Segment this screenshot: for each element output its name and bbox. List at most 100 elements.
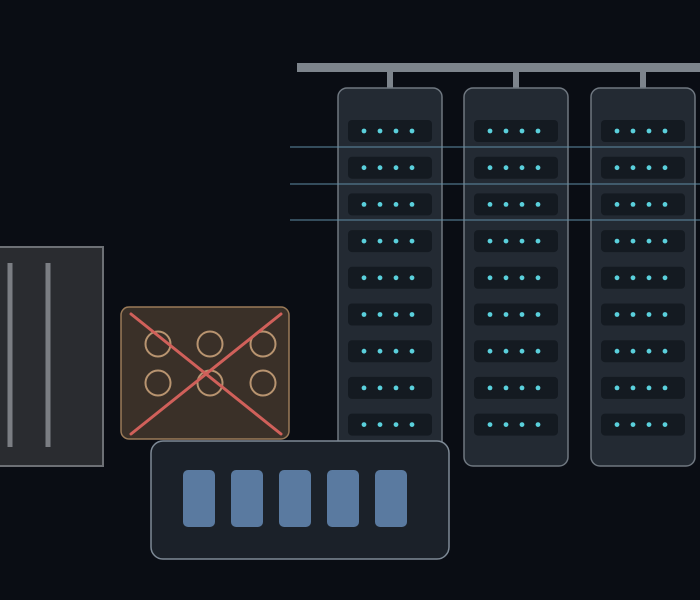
status-led: [487, 202, 493, 207]
status-led: [662, 312, 668, 317]
status-led: [393, 385, 399, 391]
status-led: [503, 422, 509, 427]
status-led: [535, 385, 541, 391]
status-led: [662, 128, 668, 134]
status-led: [409, 385, 415, 391]
slot-bay: [601, 230, 685, 253]
status-led: [662, 202, 668, 207]
status-led: [409, 422, 415, 427]
status-led: [503, 348, 509, 354]
status-led: [361, 275, 367, 281]
drive-tray-icon: [150, 440, 450, 560]
slot-bay: [474, 120, 558, 142]
slot-bay: [348, 303, 432, 326]
status-led: [535, 128, 541, 134]
slot-bay: [348, 376, 432, 399]
status-led: [409, 165, 415, 171]
status-led: [393, 165, 399, 171]
status-led: [409, 275, 415, 281]
port-circle: [144, 369, 172, 397]
status-led: [614, 312, 620, 317]
status-led: [630, 128, 636, 134]
status-led: [614, 238, 620, 244]
status-led: [487, 275, 493, 281]
server-rack-icon: [337, 87, 443, 467]
status-led: [409, 348, 415, 354]
rack-slot: [601, 120, 685, 142]
cabinet-bars: [7, 263, 51, 447]
rack-slot: [474, 120, 558, 142]
rack-slot: [474, 156, 558, 179]
drive-block: [375, 470, 407, 527]
status-led: [377, 202, 383, 207]
cross-line-b: [129, 312, 283, 436]
slot-bay: [348, 266, 432, 289]
slot-bay: [474, 230, 558, 253]
rack-slot: [474, 266, 558, 289]
status-led: [614, 165, 620, 171]
port-circle: [196, 330, 224, 358]
rack-slot: [348, 340, 432, 363]
drive-block: [327, 470, 359, 527]
status-led: [662, 385, 668, 391]
status-led: [662, 348, 668, 354]
rack-slot: [601, 156, 685, 179]
status-led: [393, 202, 399, 207]
status-led: [630, 165, 636, 171]
status-led: [630, 348, 636, 354]
rack-slot: [348, 266, 432, 289]
slot-bay: [348, 340, 432, 363]
status-led: [662, 165, 668, 171]
status-led: [503, 128, 509, 134]
slot-bay: [601, 413, 685, 436]
status-led: [361, 422, 367, 427]
rack-slot: [474, 230, 558, 253]
port-circle: [249, 369, 277, 397]
status-led: [377, 238, 383, 244]
rack-slot: [348, 303, 432, 326]
status-led: [630, 202, 636, 207]
status-led: [614, 202, 620, 207]
storage-cabinet-icon: [0, 246, 104, 467]
status-led: [535, 312, 541, 317]
status-led: [409, 202, 415, 207]
rack-slot: [348, 193, 432, 216]
rack-slot: [348, 413, 432, 436]
status-led: [393, 128, 399, 134]
status-led: [487, 165, 493, 171]
slot-bay: [348, 156, 432, 179]
status-led: [519, 202, 525, 207]
port-circle: [249, 330, 277, 358]
status-led: [535, 422, 541, 427]
status-led: [503, 275, 509, 281]
status-led: [487, 385, 493, 391]
slot-bay: [348, 230, 432, 253]
status-led: [646, 348, 652, 354]
status-led: [377, 128, 383, 134]
rack-hanger: [640, 70, 646, 90]
rack-slot: [348, 120, 432, 142]
status-led: [535, 275, 541, 281]
slot-bay: [601, 193, 685, 216]
status-led: [519, 385, 525, 391]
cabinet-bar: [7, 263, 13, 447]
status-led: [646, 128, 652, 134]
status-led: [614, 385, 620, 391]
status-led: [646, 275, 652, 281]
cabinet-body: [0, 246, 104, 467]
rack-slot: [601, 266, 685, 289]
rack-slot: [348, 230, 432, 253]
rack-slot: [474, 413, 558, 436]
slot-bay: [474, 156, 558, 179]
server-rack-icon: [590, 87, 696, 467]
status-led: [646, 202, 652, 207]
status-led: [503, 238, 509, 244]
slot-bay: [601, 120, 685, 142]
status-led: [487, 348, 493, 354]
status-led: [503, 385, 509, 391]
status-led: [519, 275, 525, 281]
status-led: [393, 348, 399, 354]
status-led: [393, 312, 399, 317]
slot-bay: [348, 193, 432, 216]
